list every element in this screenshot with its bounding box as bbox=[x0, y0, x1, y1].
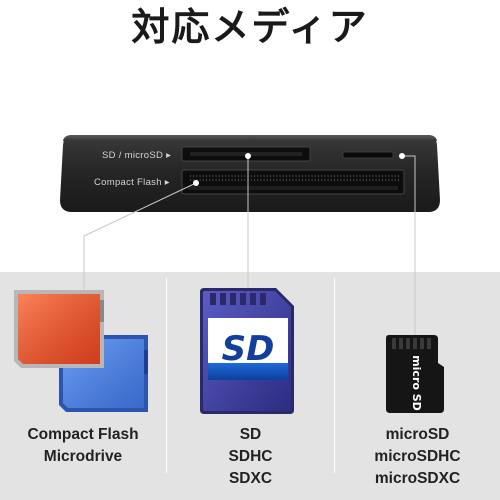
microsd-media-label: microSD microSDHC microSDXC bbox=[335, 424, 500, 490]
cf-slot-label: Compact Flash ▸ bbox=[94, 177, 170, 188]
divider-right bbox=[334, 278, 335, 473]
cf-media-label: Compact Flash Microdrive bbox=[0, 424, 166, 468]
sd-card-icon: SD bbox=[200, 288, 294, 414]
sd-line-2: SDHC bbox=[228, 448, 273, 465]
cf-line-2: Microdrive bbox=[43, 448, 123, 465]
sd-line-3: SDXC bbox=[228, 470, 273, 487]
microsd-card-icon: micro SD bbox=[386, 335, 444, 413]
sd-media-label: SD SDHC SDXC bbox=[167, 424, 334, 490]
cf-pins bbox=[190, 175, 400, 181]
sd-line-1: SD bbox=[239, 426, 262, 443]
microsd-line-3: microSDXC bbox=[374, 470, 461, 487]
cf-line-1: Compact Flash bbox=[27, 426, 139, 443]
microsd-line-2: microSDHC bbox=[374, 448, 461, 465]
microsd-line-1: microSD bbox=[385, 426, 450, 443]
microsd-logo-text: micro SD bbox=[410, 355, 423, 411]
compact-flash-card-icon bbox=[14, 290, 148, 412]
sd-slot-label: SD / microSD ▸ bbox=[102, 150, 172, 161]
divider-left bbox=[166, 278, 167, 473]
page-title: 対応メディア bbox=[131, 5, 369, 49]
cf-card bbox=[14, 290, 104, 368]
sd-logo-text: SD bbox=[222, 329, 275, 369]
